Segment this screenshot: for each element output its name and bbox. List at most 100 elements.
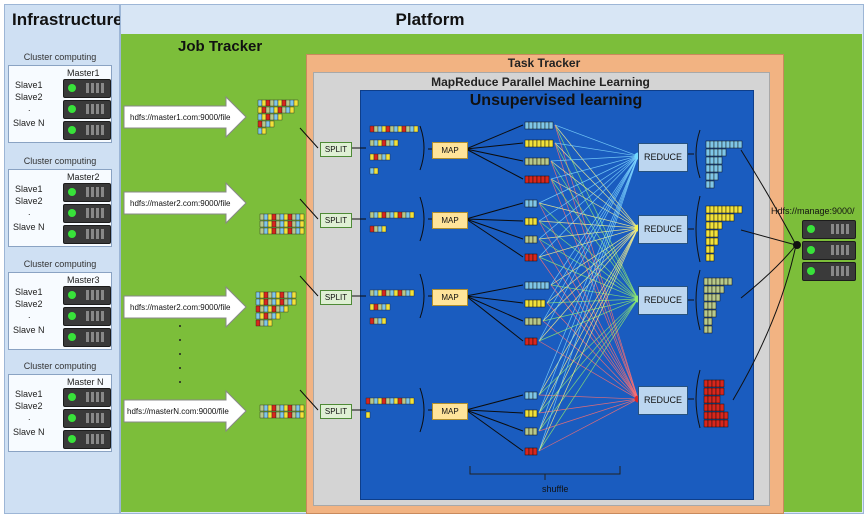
reduce-box-3: REDUCE <box>638 286 688 315</box>
input-data-block <box>283 305 289 313</box>
shuffle-line <box>538 227 639 452</box>
map-partition-block <box>524 157 530 166</box>
reduce-output-block <box>717 164 723 173</box>
reduce-output-block <box>713 148 719 157</box>
map-box-2: MAP <box>432 212 468 229</box>
slave-label: Slave2 <box>15 299 43 309</box>
shuffle-line <box>538 220 639 229</box>
split-output-block <box>381 139 387 147</box>
reduce-output-block <box>707 419 713 428</box>
reduce-output-block <box>705 148 711 157</box>
input-data-block <box>283 404 289 412</box>
cluster-box: Master N Slave1 Slave2 . Slave N <box>8 374 112 452</box>
reduce-output-block <box>705 164 711 173</box>
reduce-output-block <box>707 325 713 334</box>
reduce-output-block <box>705 205 711 214</box>
reduce-output-block <box>711 419 717 428</box>
input-data-block <box>271 213 277 221</box>
reduce-output-block <box>709 221 715 230</box>
map-output-connector <box>465 409 524 432</box>
reduce-output-block <box>703 309 709 318</box>
map-partition-block <box>528 253 534 262</box>
input-data-block <box>269 106 275 114</box>
split-box-3: SPLIT <box>320 290 352 305</box>
input-data-block <box>267 319 273 327</box>
map-partition-block <box>532 447 538 456</box>
input-data-block <box>287 298 293 306</box>
shuffle-line <box>542 227 639 322</box>
map-output-connector <box>465 148 524 180</box>
map-partition-block <box>532 281 538 290</box>
split-output-block <box>405 289 411 297</box>
shuffle-line <box>538 155 639 414</box>
input-data-block <box>271 298 277 306</box>
input-data-block <box>287 411 293 419</box>
server-icon <box>63 388 111 449</box>
reduce-output-block <box>703 411 709 420</box>
input-data-block <box>299 227 305 235</box>
shuffle-line <box>538 227 639 396</box>
shuffle-line <box>538 398 639 414</box>
reduce-output-block <box>705 140 711 149</box>
map-output-connector <box>465 295 524 342</box>
input-data-block <box>289 106 295 114</box>
map-partition-block <box>528 299 534 308</box>
split-output-block <box>401 397 407 405</box>
reduce-output-block <box>717 156 723 165</box>
reduce-output-block <box>707 395 713 404</box>
input-data-block <box>291 298 297 306</box>
slave-label: Slave1 <box>15 80 43 90</box>
input-data-block <box>271 305 277 313</box>
reduce-output-block <box>715 411 721 420</box>
shuffle-line <box>538 155 639 432</box>
map-output-connector <box>465 295 524 304</box>
input-data-block <box>281 99 287 107</box>
input-data-block <box>287 227 293 235</box>
split-output-block <box>385 397 391 405</box>
map-partition-block <box>532 253 538 262</box>
split-output-block <box>369 225 375 233</box>
reduce-output-block <box>717 148 723 157</box>
input-data-block <box>283 291 289 299</box>
split-output-block <box>385 289 391 297</box>
cluster-1: Cluster computing Master1 Slave1 Slave2 … <box>8 52 112 143</box>
ellipsis: . <box>28 103 31 113</box>
shuffle-line <box>550 178 639 400</box>
map-output-connector <box>465 218 524 240</box>
reduce-output-block <box>721 148 727 157</box>
input-data-block <box>281 106 287 114</box>
split-input-connector <box>299 198 319 220</box>
split-output-block <box>409 211 415 219</box>
slave-label: Slave1 <box>15 184 43 194</box>
input-url-3: hdfs://master2.com:9000/file <box>130 303 231 312</box>
map-partition-block <box>544 175 550 184</box>
map-partition-block <box>524 317 530 326</box>
shuffle-line <box>538 155 639 342</box>
shuffle-line <box>554 142 639 229</box>
split-output-block <box>369 211 375 219</box>
split-output-block <box>397 211 403 219</box>
split-output-block <box>389 125 395 133</box>
map-output-connector <box>465 409 524 452</box>
reduce-output-bracket <box>695 269 701 331</box>
map-partition-block <box>536 317 542 326</box>
reduce-output-block <box>707 411 713 420</box>
reduce-output-block <box>705 156 711 165</box>
input-data-block <box>277 106 283 114</box>
input-data-block <box>283 220 289 228</box>
cluster-title: Cluster computing <box>23 361 97 371</box>
reduce-output-block <box>711 277 717 286</box>
input-data-block <box>265 120 271 128</box>
split-output-block <box>369 153 375 161</box>
reduce-output-block <box>721 140 727 149</box>
reduce-output-block <box>707 293 713 302</box>
split-output-block <box>385 139 391 147</box>
map-partition-block <box>528 281 534 290</box>
map-partition-block <box>524 139 530 148</box>
split-output-block <box>373 303 379 311</box>
map-partition-block <box>536 139 542 148</box>
shuffle-line <box>538 220 639 400</box>
reduce-output-block <box>725 205 731 214</box>
map-output-connector <box>465 295 524 322</box>
map-partition-block <box>524 409 530 418</box>
